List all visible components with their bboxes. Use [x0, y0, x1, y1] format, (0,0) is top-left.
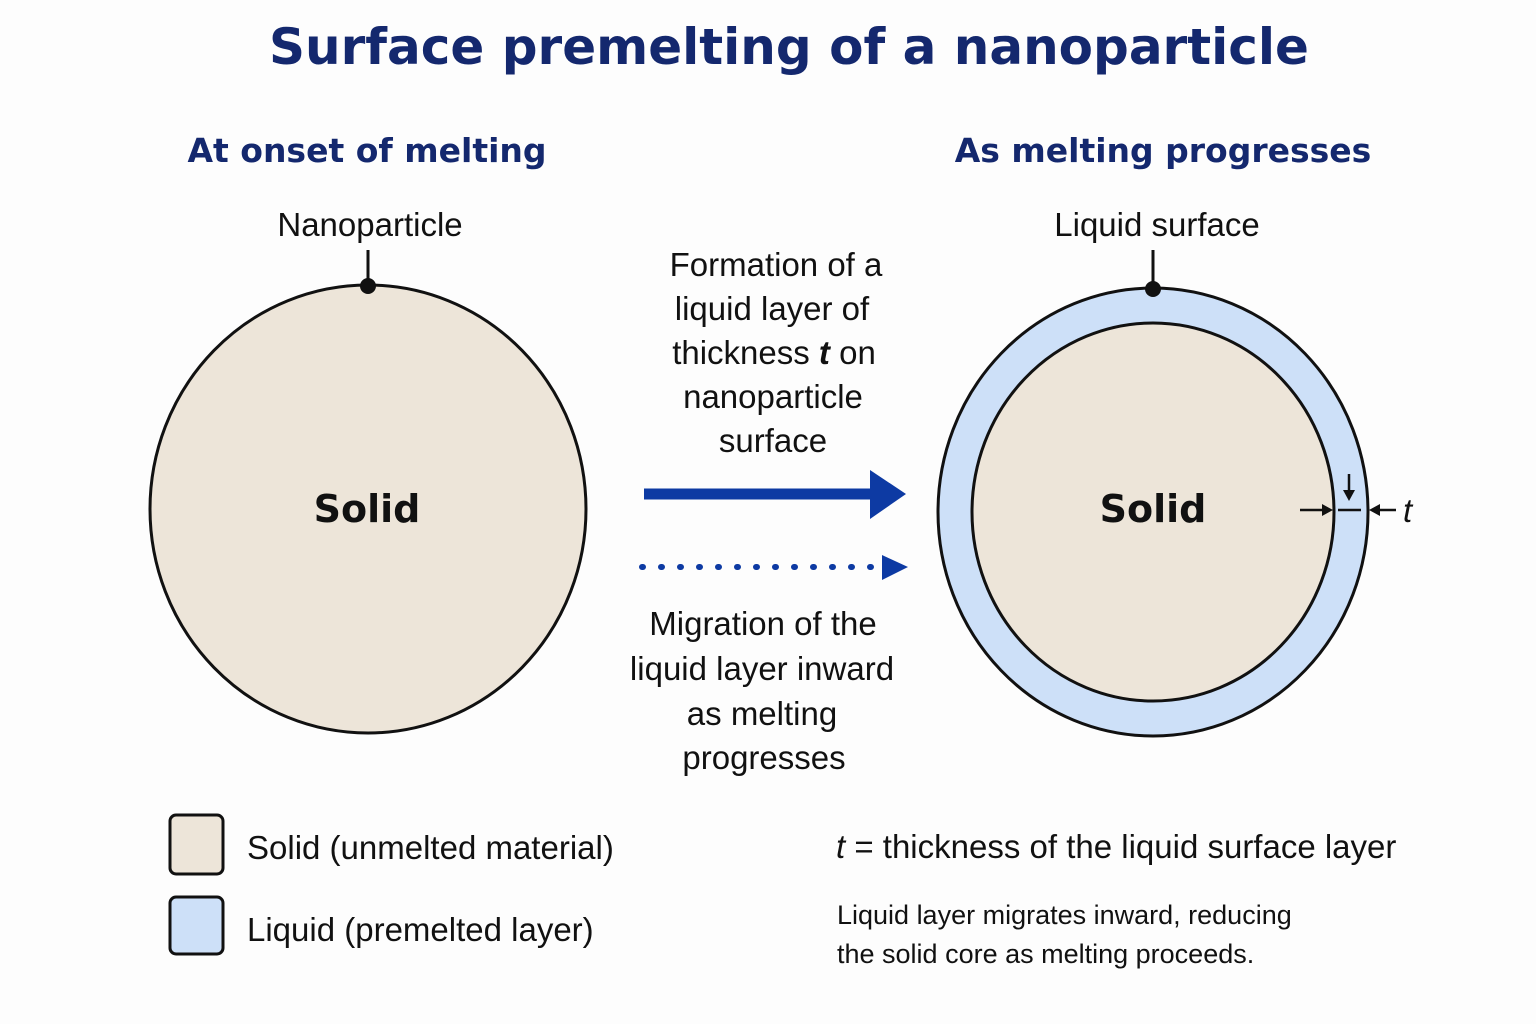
migration-note-line1: Liquid layer migrates inward, reducing: [837, 900, 1292, 930]
migration-caption-line2: liquid layer inward: [630, 650, 894, 687]
thickness-arrowhead-left: [1322, 504, 1333, 516]
legend-solid-swatch: [168, 813, 225, 876]
thickness-definition: t = thickness of the liquid surface laye…: [836, 828, 1396, 865]
thickness-symbol: t: [1403, 492, 1414, 529]
migration-note-line2: the solid core as melting proceeds.: [837, 939, 1254, 969]
left-nanoparticle: Nanoparticle Solid: [148, 206, 588, 735]
liquid-surface-pointer-dot: [1145, 281, 1161, 297]
left-solid-label: Solid: [314, 487, 421, 531]
migration-caption: Migration of the liquid layer inward as …: [630, 605, 894, 776]
formation-arrow: [644, 470, 906, 519]
thickness-definition-text: = thickness of the liquid surface layer: [845, 828, 1396, 865]
formation-caption-line3: thickness t on: [672, 334, 876, 371]
migration-caption-line3: as melting: [687, 695, 837, 732]
formation-arrow-head: [870, 470, 906, 519]
migration-caption-line4: progresses: [682, 739, 845, 776]
formation-caption-line3-a: thickness: [672, 334, 819, 371]
right-solid-label: Solid: [1100, 487, 1207, 531]
legend-solid-label: Solid (unmelted material): [247, 829, 614, 866]
nanoparticle-label: Nanoparticle: [277, 206, 462, 243]
right-nanoparticle: Liquid surface Solid t: [936, 206, 1414, 738]
thickness-definition-symbol: t: [836, 828, 847, 865]
legend: Solid (unmelted material) Liquid (premel…: [168, 813, 614, 956]
legend-liquid-swatch: [168, 895, 225, 956]
legend-liquid-label: Liquid (premelted layer): [247, 911, 594, 948]
thickness-arrowhead-down: [1343, 490, 1355, 501]
solid-core-circle: [970, 321, 1336, 703]
formation-caption-t-symbol: t: [819, 334, 832, 371]
diagram-title: Surface premelting of a nanoparticle: [269, 18, 1309, 76]
migration-arrow: [639, 555, 908, 580]
formation-caption-line3-b: on: [830, 334, 876, 371]
right-panel-heading: As melting progresses: [955, 131, 1372, 170]
migration-caption-line1: Migration of the: [649, 605, 876, 642]
thickness-indicator: t: [1300, 474, 1414, 529]
migration-arrow-head: [882, 555, 908, 580]
formation-caption-line2: liquid layer of: [675, 290, 870, 327]
formation-caption-line1: Formation of a: [670, 246, 883, 283]
notes: t = thickness of the liquid surface laye…: [836, 828, 1396, 969]
nanoparticle-pointer-dot: [360, 278, 376, 294]
liquid-surface-label: Liquid surface: [1054, 206, 1259, 243]
formation-caption-line4: nanoparticle: [683, 378, 863, 415]
formation-caption-line5: surface: [719, 422, 827, 459]
formation-caption: Formation of a liquid layer of thickness…: [670, 246, 883, 459]
left-panel-heading: At onset of melting: [187, 131, 546, 170]
thickness-arrowhead-right: [1369, 504, 1380, 516]
